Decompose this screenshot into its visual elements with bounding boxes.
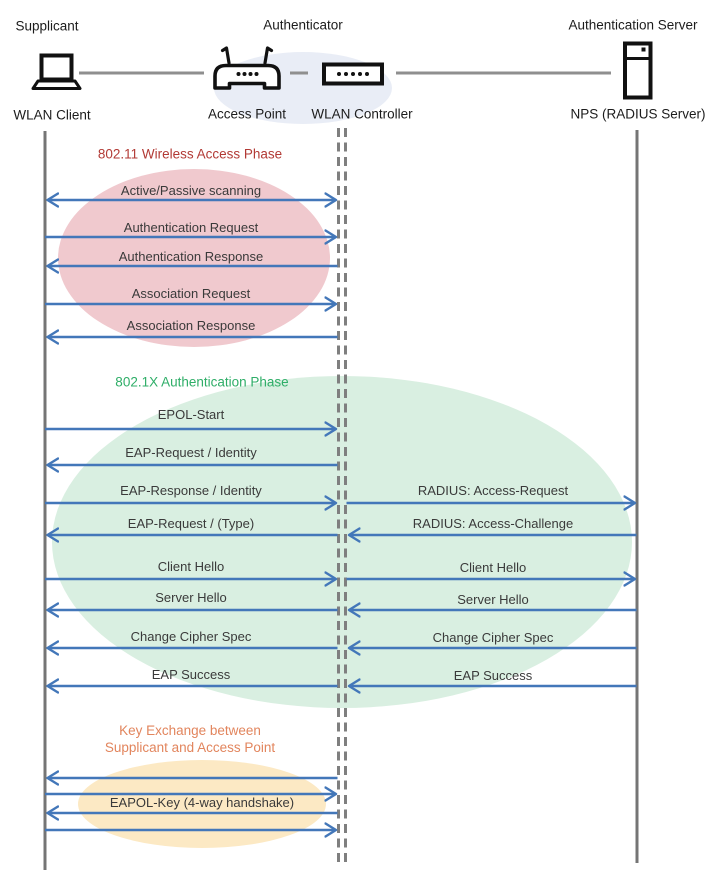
message-label-21: EAPOL-Key (4-way handshake) xyxy=(109,794,295,810)
role-label-2: Authentication Server xyxy=(568,17,698,33)
message-label-2: Authentication Response xyxy=(118,248,264,264)
node-label-2: WLAN Controller xyxy=(311,106,413,122)
message-label-9: EAP-Request / (Type) xyxy=(127,515,255,531)
message-label-7: EAP-Response / Identity xyxy=(120,482,262,498)
role-label-0: Supplicant xyxy=(15,18,79,34)
phase-title-line: 802.1X Authentication Phase xyxy=(115,374,289,390)
node-label-3: NPS (RADIUS Server) xyxy=(570,106,706,122)
message-label-18: EAP Success xyxy=(453,667,533,683)
message-label-16: Change Cipher Spec xyxy=(432,629,554,645)
phase-ellipse-key-exchange xyxy=(78,760,326,848)
message-label-10: RADIUS: Access-Challenge xyxy=(412,515,574,531)
phase-ellipse-authentication xyxy=(52,376,632,708)
laptop-icon xyxy=(31,53,82,90)
message-label-6: EAP-Request / Identity xyxy=(125,444,257,460)
message-label-1: Authentication Request xyxy=(123,219,259,235)
phase-ellipse-wireless-access xyxy=(58,169,330,347)
message-label-3: Association Request xyxy=(131,285,251,301)
message-label-11: Client Hello xyxy=(157,558,225,574)
message-label-8: RADIUS: Access-Request xyxy=(417,482,569,498)
access-point-icon xyxy=(213,46,281,90)
phase-title-line: Supplicant and Access Point xyxy=(104,740,276,755)
message-label-13: Server Hello xyxy=(155,589,227,605)
phase-title-authentication: 802.1X Authentication Phase xyxy=(115,375,288,392)
role-label-1: Authenticator xyxy=(263,17,343,33)
message-label-14: Server Hello xyxy=(457,591,529,607)
phase-title-line: Key Exchange between xyxy=(119,723,261,739)
wlan-controller-icon xyxy=(322,62,384,86)
message-label-17: EAP Success xyxy=(151,666,231,682)
node-label-1: Access Point xyxy=(207,106,287,122)
phase-title-line: 802.11 Wireless Access Phase xyxy=(97,146,283,162)
node-label-0: WLAN Client xyxy=(13,107,91,123)
message-label-4: Association Response xyxy=(126,317,256,333)
message-label-0: Active/Passive scanning xyxy=(120,182,262,198)
message-label-5: EPOL-Start xyxy=(157,406,225,422)
message-label-15: Change Cipher Spec xyxy=(130,628,252,644)
server-icon xyxy=(623,41,653,100)
phase-title-wireless-access: 802.11 Wireless Access Phase xyxy=(98,147,282,164)
message-label-12: Client Hello xyxy=(459,559,527,575)
